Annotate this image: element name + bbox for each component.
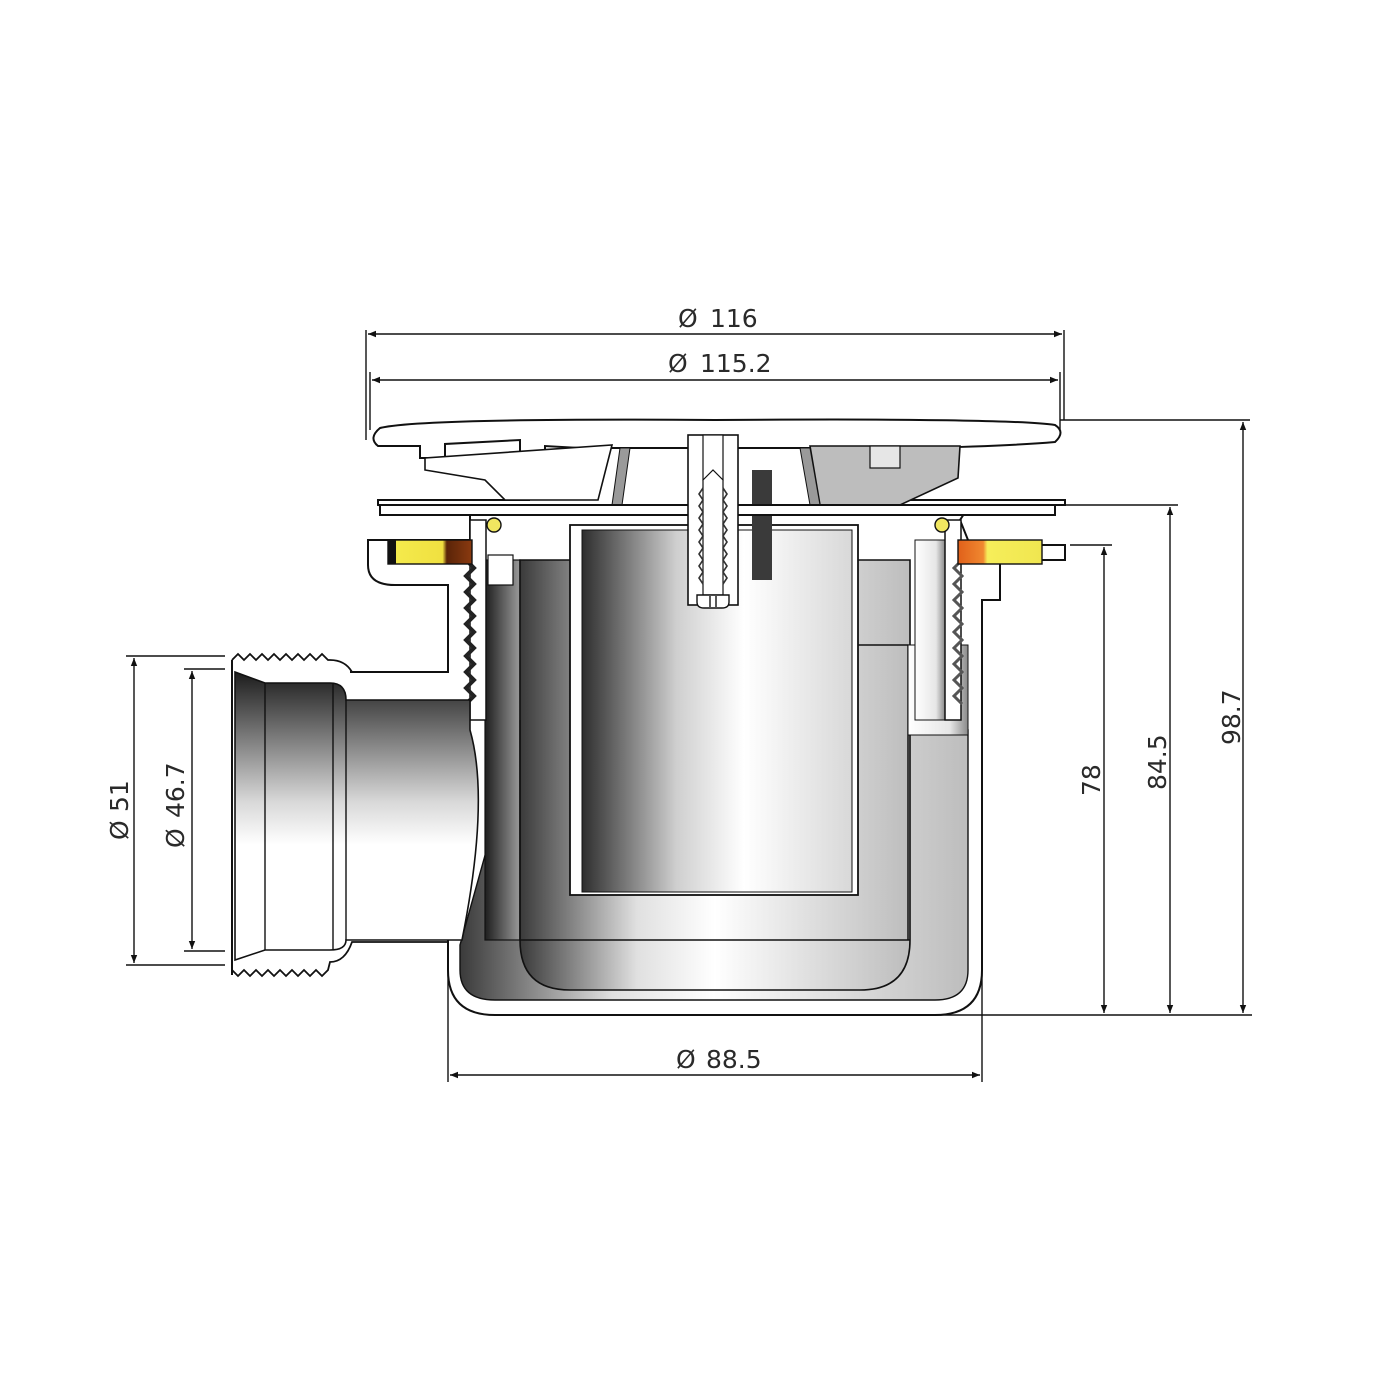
dimension-body-bottom: Ø 88.5: [447, 945, 983, 1082]
o-ring-left: [486, 517, 502, 533]
grate-cover: [372, 418, 1062, 580]
dimension-outlet-outer: Ø 51: [105, 655, 225, 966]
dim-label-78: 78: [1077, 764, 1106, 796]
dimension-outlet-inner: Ø 46.7: [161, 668, 225, 952]
dimension-height-84-5: 84.5: [1055, 504, 1178, 1013]
dim-symbol: Ø: [676, 1045, 696, 1074]
dimension-height-78: 78: [935, 544, 1252, 1016]
center-screw: [687, 434, 739, 609]
threaded-collar-right: [944, 519, 965, 721]
dim-label-46-7: 46.7: [161, 762, 190, 818]
dimension-height-98-7: 98.7: [1060, 419, 1250, 1013]
o-ring-right: [934, 517, 950, 533]
threaded-collar-left: [463, 519, 514, 721]
dim-label-115-2: 115.2: [700, 349, 772, 378]
flange-seal-left: [387, 539, 473, 565]
dim-label-84-5: 84.5: [1143, 734, 1172, 790]
dim-label-116: 116: [710, 304, 758, 333]
dim-label-51: 51: [105, 780, 134, 812]
dim-label-88-5: 88.5: [706, 1045, 762, 1074]
dimension-top-inner: Ø 115.2: [369, 349, 1061, 430]
dim-symbol: Ø: [105, 820, 134, 840]
flange-seal-right: [957, 539, 1043, 565]
dim-symbol: Ø: [678, 304, 698, 333]
dim-label-98-7: 98.7: [1217, 689, 1246, 745]
dim-symbol: Ø: [161, 828, 190, 848]
outlet-pipe: [231, 652, 480, 978]
dimension-top-outer: Ø 116: [365, 304, 1065, 440]
dim-symbol: Ø: [668, 349, 688, 378]
